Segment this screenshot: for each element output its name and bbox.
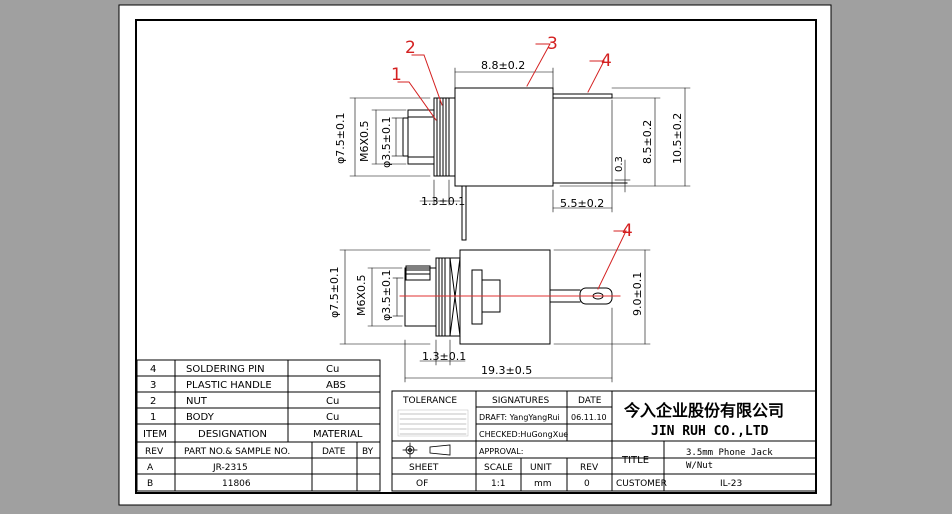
- callout-4-top: 4: [601, 51, 612, 71]
- tolerance-label: TOLERANCE: [402, 396, 457, 406]
- bom-row-1-designation: BODY: [186, 412, 215, 423]
- draft-signature: DRAFT: YangYangRui: [479, 413, 560, 422]
- dim-top-outer-dia: φ7.5±0.1: [334, 113, 347, 164]
- rev-header-rev: REV: [145, 447, 164, 457]
- bom-row-2-item: 2: [150, 396, 156, 407]
- draft-date: 06.11.10: [571, 413, 607, 422]
- company-name-en: JIN RUH CO.,LTD: [651, 424, 769, 439]
- drawing-border: [135, 19, 817, 494]
- top-dimensions: [349, 67, 691, 213]
- bom-table: [136, 359, 381, 443]
- tolerance-table-icon: [397, 409, 469, 437]
- dim-bottom-small-gap: 1.3±0.1: [422, 350, 466, 363]
- dim-top-small: 0.3: [614, 156, 625, 172]
- rev-header-part: PART NO.& SAMPLE NO.: [184, 447, 290, 457]
- dim-top-thread: M6X0.5: [358, 120, 371, 162]
- dim-bottom-width: 9.0±0.1: [631, 272, 644, 316]
- customer-value: IL-23: [720, 479, 742, 489]
- approval-signature: APPROVAL:: [479, 447, 523, 456]
- projection-symbol-icon: [402, 442, 451, 458]
- rev-header-by: BY: [362, 447, 374, 457]
- callout-1: 1: [391, 65, 402, 85]
- customer-label: CUSTOMER: [616, 479, 667, 489]
- dim-top-total-height: 10.5±0.2: [671, 113, 684, 164]
- bom-row-3-designation: PLASTIC HANDLE: [186, 380, 272, 391]
- title-line-1: 3.5mm Phone Jack: [686, 448, 773, 458]
- dim-bottom-thread: M6X0.5: [355, 274, 368, 316]
- rev-value: 0: [584, 479, 590, 489]
- dim-top-body-height: 8.5±0.2: [641, 120, 654, 164]
- scale-label: SCALE: [484, 463, 513, 473]
- bom-header-item: ITEM: [143, 429, 167, 440]
- dim-top-inner-dia: φ3.5±0.1: [380, 117, 393, 168]
- callout-leaders: [397, 43, 627, 290]
- rev-header-date: DATE: [322, 447, 346, 457]
- bom-row-4-item: 4: [150, 364, 156, 375]
- title-label: TITLE: [621, 455, 649, 466]
- date-label: DATE: [578, 396, 602, 406]
- dim-top-width: 8.8±0.2: [481, 59, 525, 72]
- bom-row-1-item: 1: [150, 412, 156, 423]
- dim-bottom-outer-dia: φ7.5±0.1: [328, 267, 341, 318]
- bom-header-material: MATERIAL: [313, 429, 363, 440]
- rev-row-a-part: JR-2315: [212, 463, 248, 473]
- bom-row-1-material: Cu: [326, 412, 339, 423]
- dim-top-pin-offset: 5.5±0.2: [560, 197, 604, 210]
- unit-label: UNIT: [530, 463, 552, 473]
- title-line-2: W/Nut: [686, 461, 713, 471]
- bom-header-designation: DESIGNATION: [198, 429, 267, 440]
- unit-value: mm: [534, 479, 552, 489]
- revision-table: [136, 441, 381, 492]
- rev-label: REV: [580, 463, 599, 473]
- callout-4-bottom: 4: [622, 221, 633, 241]
- bottom-dimensions: [339, 249, 651, 383]
- callout-2: 2: [405, 38, 416, 58]
- title-block: [391, 390, 817, 492]
- rev-row-b-rev: B: [147, 479, 153, 489]
- bom-row-3-item: 3: [150, 380, 156, 391]
- dim-bottom-inner-dia: φ3.5±0.1: [380, 270, 393, 321]
- callout-3: 3: [547, 34, 558, 54]
- bom-row-3-material: ABS: [326, 380, 346, 391]
- bom-row-4-designation: SOLDERING PIN: [186, 364, 265, 375]
- scale-value: 1:1: [491, 479, 505, 489]
- bom-row-4-material: Cu: [326, 364, 339, 375]
- top-body-outline: [454, 87, 554, 187]
- dim-bottom-total-length: 19.3±0.5: [481, 364, 532, 377]
- sheet-value: OF: [416, 479, 428, 489]
- company-name-cn: 今入企业股份有限公司: [623, 401, 784, 420]
- rev-row-a-rev: A: [147, 463, 154, 473]
- checked-signature: CHECKED:HuGongXue: [479, 430, 568, 439]
- bom-row-2-material: Cu: [326, 396, 339, 407]
- top-pin-bottom: [461, 185, 467, 241]
- rev-row-b-part: 11806: [222, 479, 251, 489]
- bom-row-2-designation: NUT: [186, 396, 208, 407]
- sheet-label: SHEET: [409, 463, 439, 473]
- dim-top-small-gap: 1.3±0.1: [421, 195, 465, 208]
- signatures-label: SIGNATURES: [492, 396, 550, 406]
